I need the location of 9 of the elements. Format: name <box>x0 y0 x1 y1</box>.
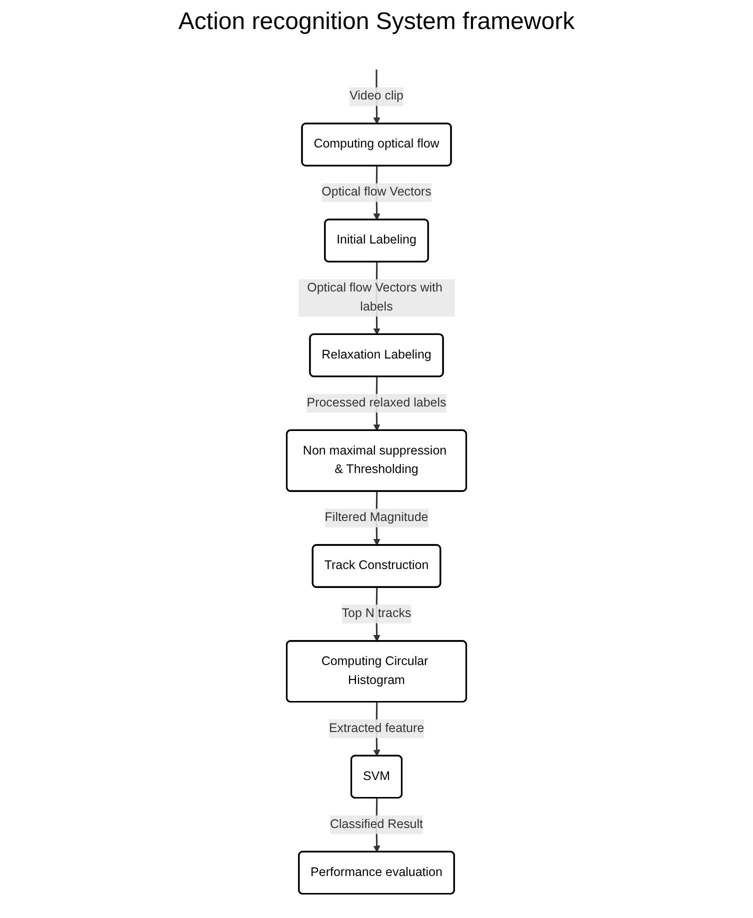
edge-label: Filtered Magnitude <box>324 510 428 524</box>
edge-label: Extracted feature <box>328 722 424 735</box>
edge-label: Optical flow Vectors <box>322 186 432 199</box>
edge-label: Top N tracks <box>342 606 412 620</box>
edge-label: Video clip <box>350 90 404 103</box>
edge-label: Processed relaxed labels <box>306 396 446 410</box>
edge-label: Classified Result <box>330 818 423 831</box>
diagram-title: Action recognition System framework <box>177 8 576 36</box>
edge-label: Optical flow Vectors with labels <box>307 282 442 314</box>
